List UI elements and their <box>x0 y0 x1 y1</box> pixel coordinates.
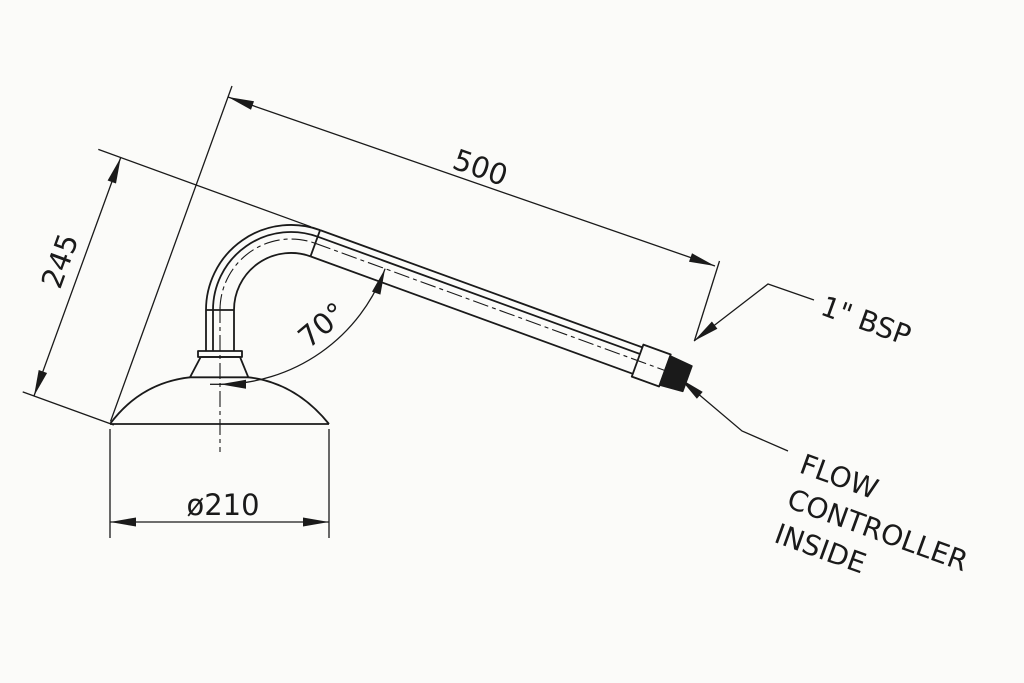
arrowhead-bottom <box>220 379 246 389</box>
arm-centerline <box>315 242 666 372</box>
arrowhead-bottom <box>34 370 48 396</box>
dimension-arm-angle: 70° <box>210 268 386 389</box>
extension-line-left <box>109 85 233 422</box>
dimension-overall-height: 245 <box>22 148 312 426</box>
flange-nut <box>197 350 243 358</box>
arrowhead-left <box>228 97 254 110</box>
shower-arm <box>205 224 693 393</box>
shower-head-body <box>109 309 330 425</box>
arrowhead-top <box>372 268 386 295</box>
dimension-head-diameter: ø210 <box>109 429 330 538</box>
cone-section <box>189 356 250 379</box>
dome-left-curve <box>109 376 191 425</box>
dimension-value-arm-length: 500 <box>449 142 513 193</box>
arm-wall-line <box>317 235 641 355</box>
flow-controller-text-block: FLOW CONTROLLER INSIDE <box>770 448 972 581</box>
extension-line-top <box>98 148 312 228</box>
dome-right-curve <box>248 376 330 425</box>
dimension-value-overall-height: 245 <box>35 229 86 293</box>
dimension-line <box>33 157 122 397</box>
elbow-wall-curve <box>212 231 319 311</box>
thread-size-label: 1" BSP <box>817 290 916 353</box>
leader-line <box>693 283 815 342</box>
bend-centerline <box>219 238 316 311</box>
arm-bottom-edge <box>310 255 634 375</box>
elbow-inner-curve <box>233 252 311 311</box>
arrowhead-right <box>303 517 329 527</box>
thread-collar <box>630 343 672 388</box>
dimension-value-head-diameter: ø210 <box>186 488 259 522</box>
leader-arrowhead <box>694 321 718 341</box>
dimension-line <box>227 96 716 267</box>
arrowhead-left <box>110 517 136 527</box>
extension-line-right <box>693 260 721 341</box>
dimension-value-arm-angle: 70° <box>291 295 352 354</box>
angle-arc <box>219 268 386 385</box>
arrowhead-top <box>107 157 121 184</box>
label-flow-controller: FLOW CONTROLLER INSIDE <box>679 378 972 581</box>
arm-top-edge <box>319 229 643 349</box>
arrowhead-right <box>689 253 715 266</box>
leader-line <box>679 378 789 452</box>
extension-line-bottom <box>22 391 115 426</box>
leader-arrowhead <box>680 378 703 399</box>
elbow-outer-curve <box>205 224 321 311</box>
centerlines <box>219 238 666 452</box>
label-thread-size: 1" BSP <box>693 283 916 353</box>
arm-joint-line <box>309 229 321 257</box>
